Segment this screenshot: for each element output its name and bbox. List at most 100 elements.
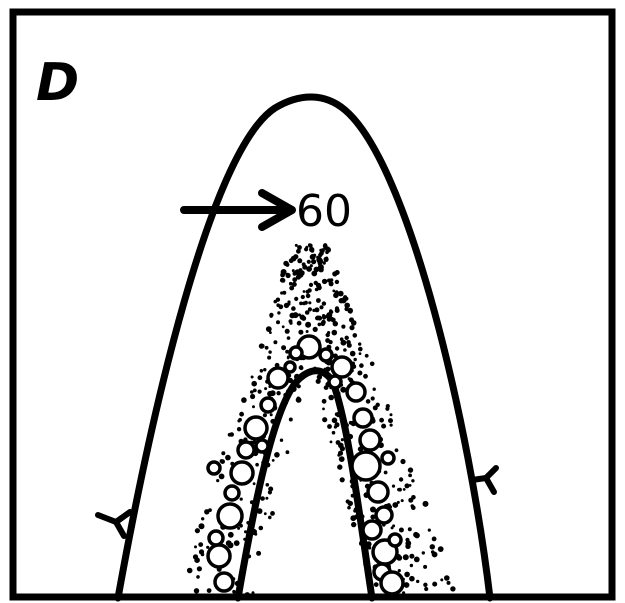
stipple-dot — [358, 342, 361, 345]
cell-circle — [256, 440, 268, 452]
stipple-dot — [348, 434, 353, 439]
stipple-dot — [311, 255, 316, 260]
stipple-dot — [253, 389, 257, 393]
stipple-dot — [247, 554, 251, 558]
stipple-dot — [365, 354, 369, 358]
cell-circle — [218, 504, 242, 528]
stipple-dot — [409, 576, 415, 582]
stipple-dot — [348, 377, 351, 380]
stipple-dot — [343, 348, 347, 352]
stipple-dot — [286, 450, 290, 454]
stipple-dot — [350, 515, 356, 521]
stipple-dot — [330, 441, 333, 444]
stipple-dot — [274, 300, 278, 304]
stipple-dot — [347, 343, 352, 348]
stipple-dot — [327, 317, 332, 322]
stipple-dot — [244, 530, 247, 533]
stipple-dot — [313, 327, 318, 332]
stipple-dot — [337, 400, 342, 405]
stipple-dot — [239, 412, 244, 417]
stipple-dot — [265, 346, 269, 350]
stipple-dot — [324, 257, 329, 262]
stipple-dot — [353, 509, 356, 512]
stipple-dot — [366, 541, 372, 547]
stipple-dot — [243, 538, 246, 541]
stipple-dot — [195, 528, 200, 533]
stipple-dot — [399, 528, 404, 533]
stipple-dot — [263, 368, 266, 371]
cell-circle — [209, 531, 223, 545]
stipple-dot — [194, 545, 197, 548]
stipple-dot — [335, 280, 339, 284]
stipple-dot — [278, 304, 283, 309]
stipple-dot — [339, 298, 344, 303]
stipple-dot — [303, 290, 306, 293]
stipple-dot — [402, 591, 405, 594]
stipple-dot — [351, 522, 356, 527]
cell-circle — [208, 462, 220, 474]
stipple-dot — [282, 325, 285, 328]
stipple-dot — [335, 422, 340, 427]
stipple-dot — [234, 540, 240, 546]
stipple-dot — [204, 509, 209, 514]
stipple-dot — [280, 439, 283, 442]
stipple-dot — [264, 387, 267, 390]
stipple-dot — [359, 352, 362, 355]
stipple-dot — [328, 395, 334, 401]
stipple-dot — [332, 431, 336, 435]
stipple-dot — [240, 498, 243, 501]
stipple-dot — [187, 568, 193, 574]
cell-circle — [285, 362, 295, 372]
stipple-dot — [216, 479, 219, 482]
stipple-dot — [304, 301, 308, 305]
cell-circle — [320, 349, 332, 361]
stipple-dot — [260, 496, 265, 501]
stipple-dot — [282, 291, 286, 295]
stipple-dot — [360, 514, 365, 519]
stipple-dot — [292, 282, 297, 287]
stipple-dot — [345, 336, 349, 340]
stipple-dot — [301, 295, 305, 299]
stipple-dot — [270, 413, 273, 416]
stipple-dot — [289, 313, 295, 319]
stipple-dot — [239, 588, 242, 591]
cell-circle — [363, 521, 381, 539]
stipple-dot — [408, 467, 413, 472]
stipple-dot — [261, 460, 266, 465]
stipple-dot — [340, 446, 345, 451]
stipple-dot — [440, 578, 443, 581]
stipple-dot — [268, 350, 271, 353]
stipple-dot — [306, 290, 310, 294]
stipple-dot — [299, 302, 303, 306]
stipple-dot — [281, 269, 287, 275]
stipple-dot — [414, 557, 420, 563]
stipple-dot — [322, 279, 327, 284]
stipple-dot — [450, 586, 455, 591]
stipple-dot — [201, 517, 204, 520]
stipple-dot — [282, 405, 286, 409]
stipple-dot — [253, 482, 256, 485]
stipple-dot — [391, 526, 394, 529]
stipple-dot — [322, 301, 326, 305]
stipple-dot — [351, 494, 355, 498]
stipple-dot — [276, 391, 280, 395]
stipple-dot — [260, 369, 264, 373]
stipple-dot — [336, 440, 341, 445]
stipple-dot — [285, 263, 289, 267]
stipple-dot — [246, 521, 250, 525]
stipple-dot — [198, 542, 203, 547]
stipple-dot — [379, 418, 384, 423]
stipple-dot — [404, 572, 410, 578]
stipple-dot — [252, 405, 255, 408]
stipple-dot — [432, 537, 437, 542]
stipple-dot — [317, 316, 322, 321]
stipple-dot — [332, 330, 338, 336]
stipple-dot — [294, 297, 298, 301]
stipple-dot — [199, 523, 205, 529]
stipple-dot — [336, 392, 340, 396]
stipple-dot — [385, 407, 389, 411]
stipple-dot — [408, 527, 412, 531]
stipple-dot — [392, 485, 395, 488]
stipple-dot — [294, 374, 300, 380]
